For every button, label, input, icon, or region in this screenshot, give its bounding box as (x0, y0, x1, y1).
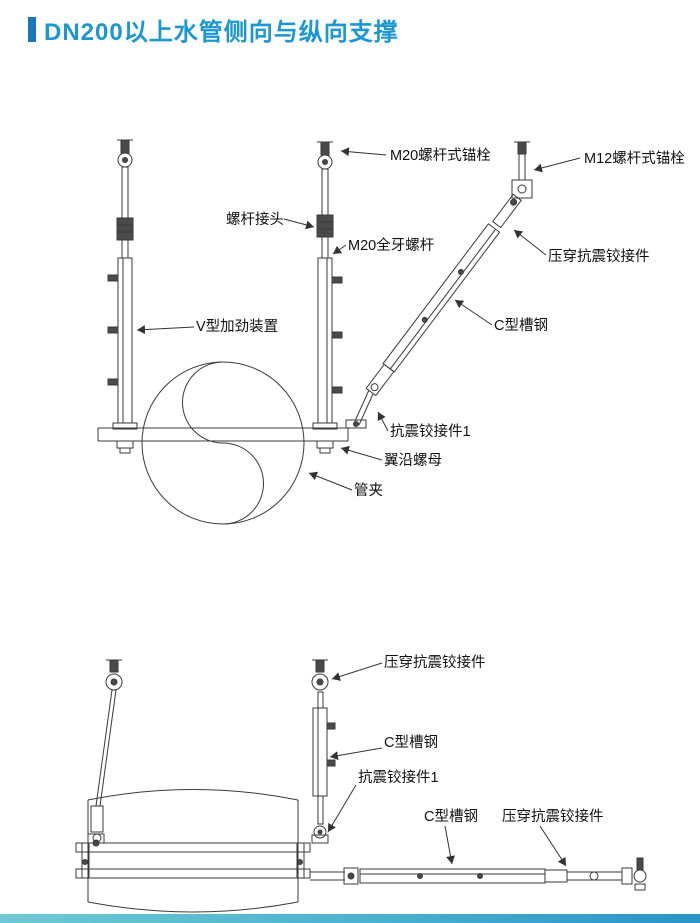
label-c-channel-horizontal: C型槽钢 (424, 808, 478, 825)
middle-hanger-rod (312, 141, 343, 454)
label-v-stiffener: V型加劲装置 (196, 318, 278, 335)
label-punch-hinge: 压穿抗震铰接件 (548, 247, 650, 265)
label-m20-anchor: M20螺杆式锚栓 (390, 147, 491, 164)
left-hanger-rod (107, 139, 138, 454)
label-rod-coupler: 螺杆接头 (226, 211, 284, 228)
lower-hinge (365, 363, 395, 397)
label-c-channel-vertical: C型槽钢 (384, 734, 438, 751)
horizontal-brace (310, 857, 647, 891)
label-flange-nut: 翼沿螺母 (384, 452, 442, 469)
pipe-clamp-band (97, 427, 349, 442)
label-hinge1: 抗震铰接件1 (390, 422, 471, 440)
right-hanger-bottom (311, 659, 336, 839)
pipe-cross-section (141, 361, 305, 525)
diagram-bottom: 压穿抗震铰接件 C型槽钢 抗震铰接件1 C型槽钢 压穿抗震铰接件 (75, 653, 647, 913)
left-hanger-bottom (90, 659, 123, 843)
labels-top: M20螺杆式锚栓 M12螺杆式锚栓 螺杆接头 M20全牙螺杆 压穿抗震铰接件 V… (196, 147, 685, 499)
label-m20-rod: M20全牙螺杆 (348, 236, 434, 254)
label-hinge1-bottom: 抗震铰接件1 (358, 768, 439, 786)
label-m12-anchor: M12螺杆式锚栓 (584, 150, 685, 167)
leader-lines-top (136, 147, 581, 491)
vertical-pipe (87, 789, 299, 913)
footer-bar (0, 914, 700, 923)
label-punch-hinge-top: 压穿抗震铰接件 (384, 653, 486, 671)
page-title: DN200以上水管侧向与纵向支撑 (44, 19, 399, 46)
label-c-channel: C型槽钢 (494, 317, 548, 334)
labels-bottom: 压穿抗震铰接件 C型槽钢 抗震铰接件1 C型槽钢 压穿抗震铰接件 (358, 653, 604, 825)
label-punch-hinge-right: 压穿抗震铰接件 (502, 807, 604, 825)
page-header: DN200以上水管侧向与纵向支撑 (28, 12, 399, 47)
leader-lines-bottom (327, 662, 567, 867)
diagonal-brace (345, 141, 533, 429)
pipe-clamp-bottom (75, 833, 329, 879)
title-accent-bar (28, 17, 36, 42)
diagram-top: M20螺杆式锚栓 M12螺杆式锚栓 螺杆接头 M20全牙螺杆 压穿抗震铰接件 V… (97, 139, 685, 525)
label-pipe-clamp: 管夹 (354, 482, 383, 499)
